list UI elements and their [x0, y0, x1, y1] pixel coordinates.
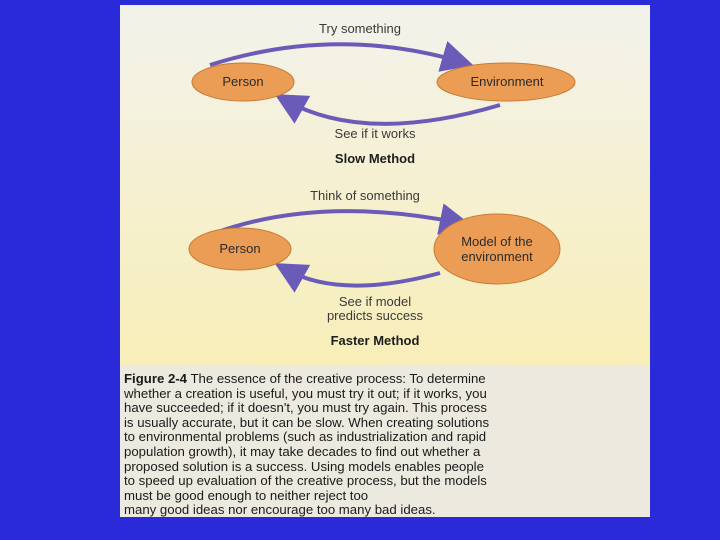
- slow-method-label: Slow Method: [334, 151, 416, 166]
- caption-line: proposed solution is a success. Using mo…: [124, 458, 484, 474]
- slow-top-label: Try something: [319, 21, 401, 36]
- slow-bottom-label: See if it works: [334, 126, 416, 141]
- caption-line: to speed up evaluation of the creative p…: [124, 473, 487, 489]
- slow-environment-label: Environment: [470, 74, 544, 89]
- diagram-panel: Try something Person Environment See if …: [120, 5, 650, 365]
- fast-top-arrow: [214, 203, 472, 235]
- slow-bottom-arrow: [274, 94, 501, 126]
- fast-method-label: Faster Method: [330, 333, 420, 348]
- caption-line: Figure 2-4 The essence of the creative p…: [124, 371, 486, 386]
- fast-model-label: Model of the environment: [442, 234, 552, 264]
- figure-card: Try something Person Environment See if …: [120, 5, 650, 517]
- caption-line: many good ideas nor encourage too many b…: [124, 502, 436, 518]
- fast-bottom-line2: predicts success: [326, 308, 424, 323]
- slow-person-node: [191, 62, 295, 102]
- fast-bottom-arrow: [274, 263, 441, 293]
- figure-number: Figure 2-4: [124, 371, 188, 386]
- fast-model-line1: Model of the: [461, 234, 533, 249]
- fast-model-line2: environment: [461, 249, 533, 264]
- caption-line: have succeeded; if it doesn't, you must …: [124, 400, 487, 416]
- fast-model-node: [433, 213, 561, 285]
- fast-bottom-line1: See if model: [338, 294, 412, 309]
- caption-line: whether a creation is useful, you must t…: [124, 385, 487, 401]
- fast-bottom-label: See if model predicts success: [290, 295, 460, 323]
- fast-person-node: [188, 227, 292, 271]
- fast-top-label: Think of something: [310, 188, 420, 203]
- caption-line: to environmental problems (such as indus…: [124, 429, 487, 445]
- caption-line: must be good enough to neither reject to…: [124, 487, 369, 503]
- caption-panel: Figure 2-4 The essence of the creative p…: [120, 365, 650, 517]
- caption-line: is usually accurate, but it can be slow.…: [124, 414, 490, 430]
- slow-top-arrow: [209, 41, 474, 72]
- figure-caption: Figure 2-4 The essence of the creative p…: [124, 371, 642, 518]
- slow-environment-node: [436, 62, 576, 102]
- diagram-svg: [188, 41, 576, 293]
- caption-line: population growth), it may take decades …: [124, 443, 481, 459]
- slow-person-label: Person: [222, 74, 264, 89]
- fast-person-label: Person: [219, 241, 261, 256]
